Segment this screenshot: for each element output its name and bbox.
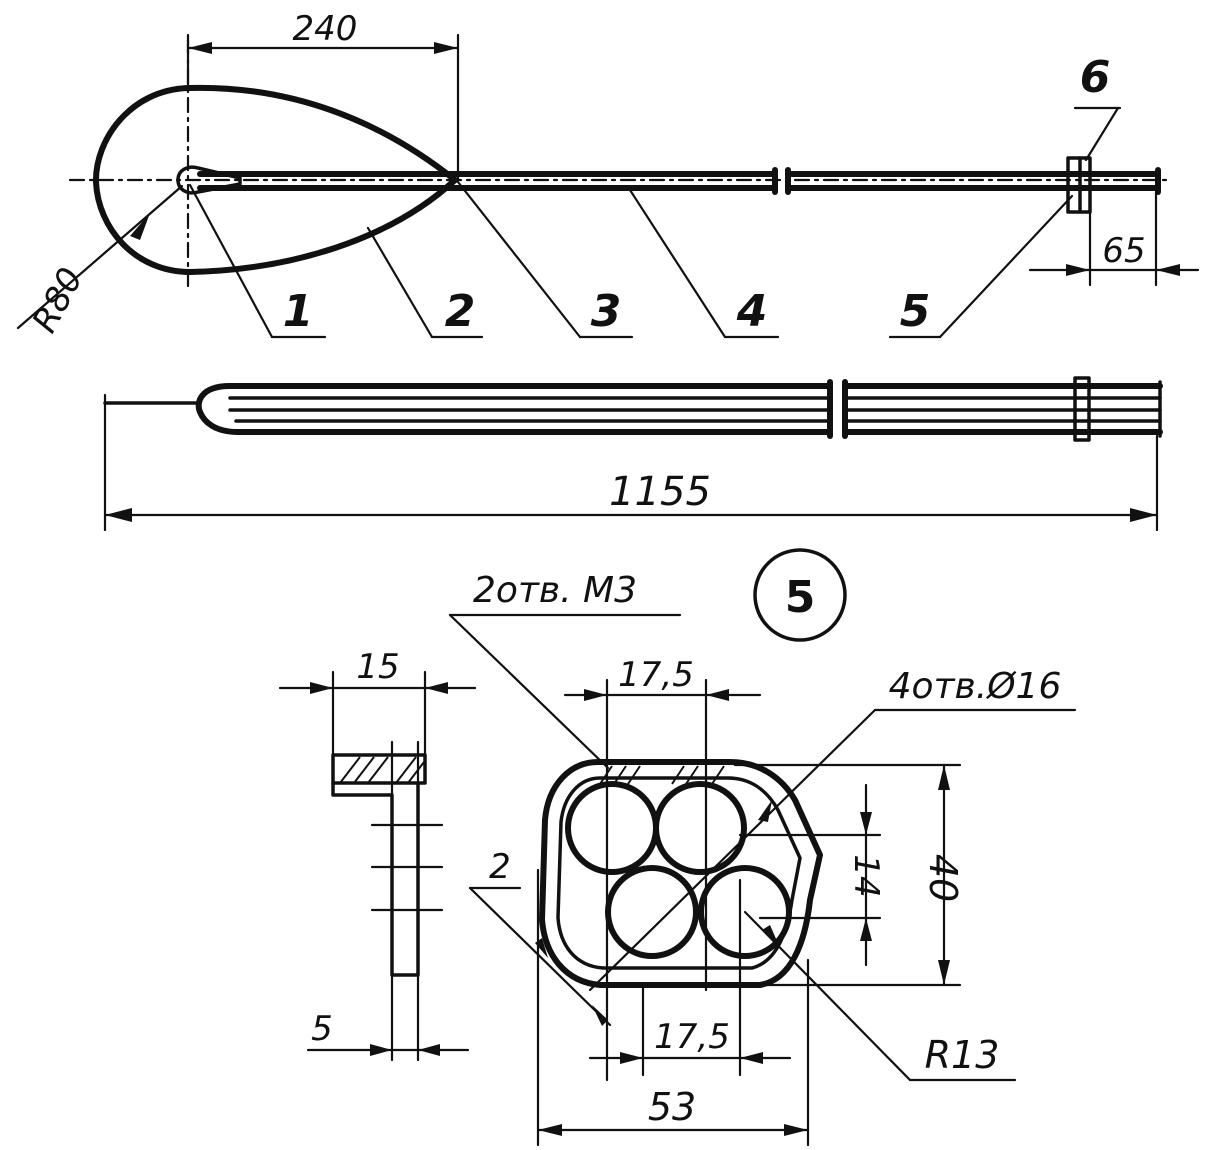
dim-240-label: 240: [293, 9, 358, 49]
hatch-4: [395, 756, 417, 784]
r80-arrow: [130, 213, 150, 240]
dim-17-5-top-label: 17,5: [618, 655, 694, 695]
d16-arrow: [758, 800, 772, 822]
detail-marker-circle: [753, 548, 847, 642]
hatch-3: [367, 756, 389, 784]
dim14-arrow-bottom: [860, 918, 872, 941]
dim65-arrow-left: [1066, 264, 1090, 276]
leader-2: [366, 226, 434, 339]
dim15-arrow-right: [425, 682, 448, 694]
bore-top-left: [565, 781, 659, 875]
hatch-1: [339, 756, 361, 784]
r13-label: R13: [925, 1033, 1000, 1077]
side-nose: [195, 383, 241, 435]
part-5-label: 5: [900, 286, 931, 337]
bore-top-right: [653, 781, 747, 875]
part-2-label: 2: [445, 286, 476, 337]
part-4-label: 4: [736, 286, 768, 337]
r80-leader: [16, 184, 184, 330]
dim53-arrow-left: [538, 1124, 562, 1136]
side-end-fitting: [1073, 376, 1091, 442]
dim14-arrow-top: [860, 812, 872, 835]
holes-d16-note: 4отв.Ø16: [889, 666, 1062, 707]
detail-side-section: 15 5: [278, 647, 477, 1062]
part-3-label: 3: [591, 286, 622, 337]
detail-marker-label: 5: [785, 572, 816, 623]
part-1-label: 1: [283, 286, 314, 337]
bore-bottom-right: [698, 865, 792, 959]
leader-3: [456, 180, 582, 339]
leader-1: [188, 183, 274, 339]
dim17-bottom-arrow-left: [620, 1052, 643, 1064]
part-6-label: 6: [1080, 52, 1111, 103]
side-view: 1155: [103, 376, 1163, 532]
m3-leader: [448, 613, 610, 770]
d16-leader: [588, 708, 877, 992]
dim-65-label: 65: [1102, 231, 1145, 271]
dim-40-label: 40: [921, 854, 965, 902]
dim17-top-arrow-right: [706, 689, 729, 701]
r13-arrow: [762, 925, 780, 948]
wall2-arrow-inner: [592, 1005, 608, 1026]
front-hatch-3: [627, 765, 641, 785]
dim-1155-label: 1155: [609, 469, 711, 515]
teardrop-loop: [92, 84, 458, 275]
dim-53-label: 53: [648, 1085, 696, 1129]
front-hatch-4: [671, 765, 685, 785]
body-inner: [556, 776, 802, 970]
bracket-outline: [331, 781, 420, 977]
dim53-arrow-right: [784, 1124, 808, 1136]
hatch-5: [407, 761, 425, 784]
hatch-2: [353, 756, 375, 784]
dim-14-label: 14: [846, 854, 886, 897]
dim40-arrow-bottom: [938, 960, 950, 985]
wall2-arrow-outer: [535, 938, 548, 958]
dim1155-arrow-left: [105, 508, 132, 522]
dim17-top-arrow-left: [584, 689, 607, 701]
dim65-arrow-right: [1156, 264, 1180, 276]
detail-front-view: 17,5 17,5 53 14 40 2отв. М3 4отв.Ø1: [448, 570, 1077, 1147]
front-hatch-5: [685, 765, 699, 785]
dim15-arrow-left: [310, 682, 333, 694]
dim-5-label: 5: [311, 1009, 333, 1049]
holes-m3-note: 2отв. М3: [473, 570, 637, 611]
dim-15-label: 15: [356, 647, 399, 687]
top-view: 240 R80 1 2 3 4 5 6 65: [16, 9, 1200, 339]
dim17-bottom-arrow-right: [740, 1052, 763, 1064]
inner-eye: [176, 165, 242, 195]
leader-5: [938, 194, 1074, 339]
leader-6: [1084, 106, 1120, 162]
dim5-arrow-left: [370, 1044, 392, 1056]
detail-marker: 5: [753, 548, 847, 642]
dim1155-arrow-right: [1130, 508, 1157, 522]
dim-17-5-bottom-label: 17,5: [654, 1017, 730, 1057]
plate-section: [331, 753, 427, 785]
dim240-arrow-right: [434, 42, 458, 54]
front-hatch-2: [613, 765, 627, 785]
wall2-leader: [468, 886, 612, 1027]
leader-4: [628, 188, 727, 339]
bore-bottom-left: [605, 865, 699, 959]
dim240-arrow-left: [188, 42, 212, 54]
dim40-arrow-top: [938, 765, 950, 790]
dim-2-label: 2: [489, 847, 511, 887]
dim5-arrow-right: [418, 1044, 440, 1056]
front-hatch-6: [711, 765, 725, 785]
